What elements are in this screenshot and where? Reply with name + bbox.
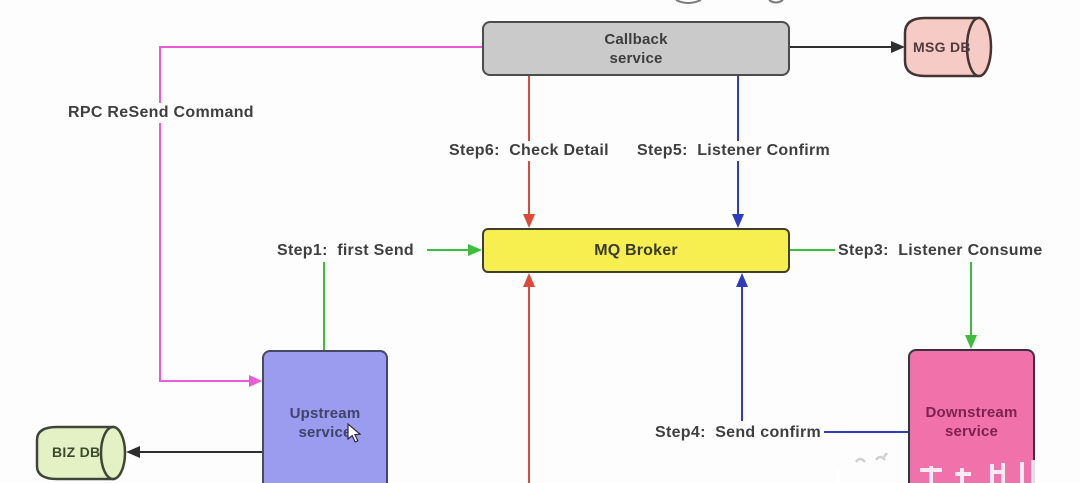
- arrowhead-step3: [965, 335, 977, 349]
- node-callback-service: Callback service: [482, 21, 790, 76]
- arrowhead-step6: [523, 214, 535, 228]
- edge-rpc-resend: [159, 46, 482, 387]
- node-downstream-service: Downstream service: [908, 349, 1035, 483]
- edge-label-step4: Step4: Send confirm: [652, 423, 825, 443]
- edge-upstream-to-bizdb: [126, 446, 262, 458]
- arrowhead-step5: [732, 214, 744, 228]
- edge-label-rpc-resend: RPC ReSend Command: [65, 103, 257, 123]
- msg-db-label: MSG DB: [913, 39, 971, 55]
- edge-step4: [736, 273, 908, 433]
- edge-label-step3: Step3: Listener Consume: [835, 241, 1046, 261]
- biz-db-label: BIZ DB: [52, 444, 101, 460]
- node-mq-broker: MQ Broker: [482, 228, 790, 273]
- edge-step3: [790, 249, 977, 349]
- biz-db-end-cap: [99, 425, 127, 481]
- cropped-title-fragment: [675, 0, 784, 4]
- msg-db-body: [903, 16, 981, 78]
- edge-callback-to-msgdb: [790, 41, 905, 53]
- arrowhead-red-up: [523, 273, 535, 287]
- edge-label-step6: Step6: Check Detail: [446, 141, 612, 161]
- upstream-service-label: Upstream service: [289, 404, 361, 441]
- mq-broker-label: MQ Broker: [594, 242, 678, 259]
- msg-db-end-cap: [965, 16, 993, 78]
- callback-service-label: Callback service: [604, 30, 668, 67]
- biz-db-body: [35, 425, 115, 481]
- node-upstream-service: Upstream service: [262, 350, 388, 483]
- edge-check-detail-lower: [523, 273, 535, 483]
- node-msg-db: [903, 16, 993, 78]
- arrowhead-step1: [468, 244, 482, 256]
- downstream-service-label: Downstream service: [925, 403, 1018, 440]
- arrowhead-step4: [736, 273, 748, 287]
- node-biz-db: [35, 425, 127, 481]
- edge-label-step1: Step1: first Send: [274, 241, 417, 261]
- arrowhead-rpc: [249, 375, 262, 387]
- edge-label-step5: Step5: Listener Confirm: [634, 141, 834, 161]
